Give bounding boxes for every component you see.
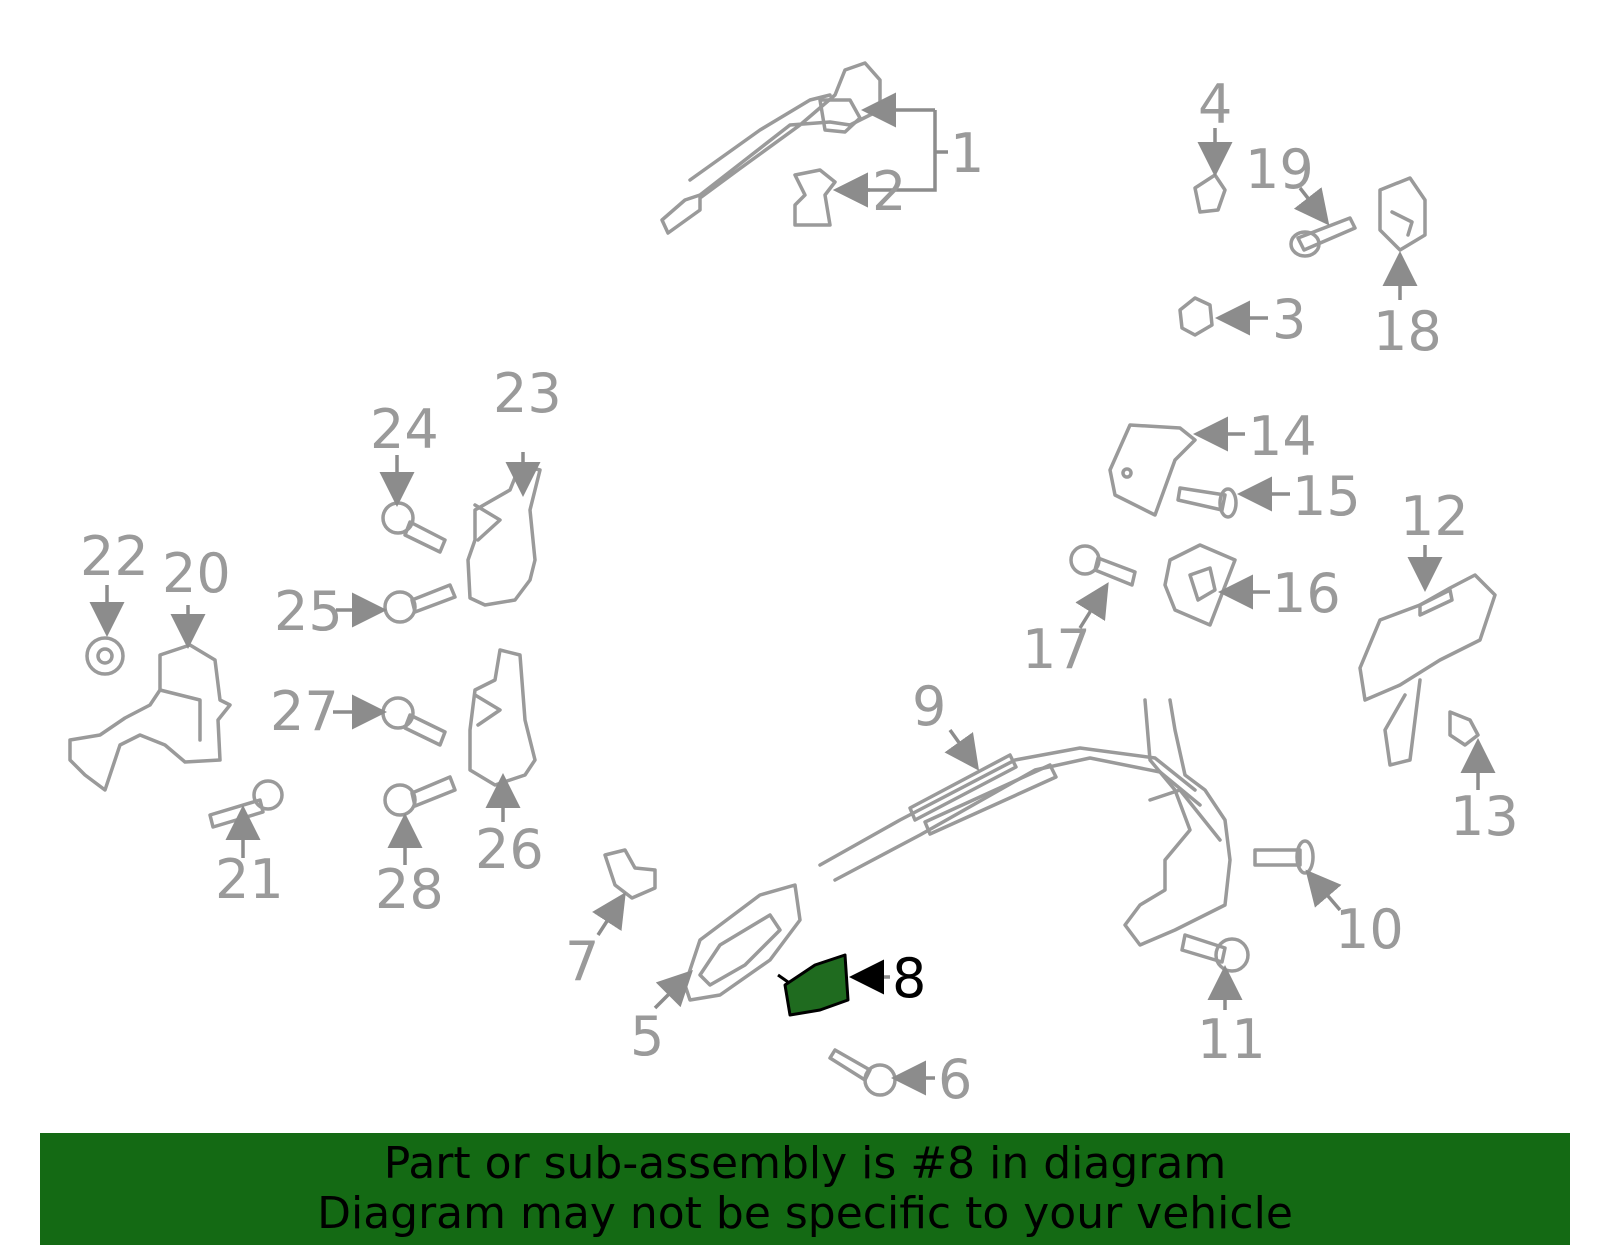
label-7: 7 xyxy=(565,930,599,993)
part-2-clip xyxy=(793,168,837,227)
part-6-screw xyxy=(828,1048,897,1097)
part-5-inner-handle xyxy=(683,883,802,1002)
label-4: 4 xyxy=(1198,73,1232,136)
part-11-bolt xyxy=(1180,933,1250,973)
label-18: 18 xyxy=(1373,300,1442,363)
label-24: 24 xyxy=(370,398,439,461)
label-2: 2 xyxy=(872,160,906,223)
part-1-outer-handle xyxy=(660,61,882,235)
label-16: 16 xyxy=(1272,562,1341,625)
label-22: 22 xyxy=(80,525,149,588)
label-3: 3 xyxy=(1272,288,1306,351)
label-15: 15 xyxy=(1292,465,1361,528)
part-13-pin xyxy=(1448,710,1480,747)
part-21-bolt xyxy=(208,779,284,829)
label-1: 1 xyxy=(950,122,984,185)
part-10-bolt xyxy=(1253,839,1315,875)
info-banner: Part or sub-assembly is #8 in diagram Di… xyxy=(40,1133,1570,1245)
part-22-nut xyxy=(85,636,125,676)
part-14-bracket xyxy=(1108,423,1197,517)
label-12: 12 xyxy=(1400,485,1469,548)
label-14: 14 xyxy=(1248,405,1317,468)
part-16-bracket xyxy=(1163,543,1237,627)
label-9: 9 xyxy=(912,675,946,738)
label-25: 25 xyxy=(274,580,343,643)
banner-line-2: Diagram may not be specific to your vehi… xyxy=(317,1188,1293,1239)
part-8-trim-cover xyxy=(777,953,850,1017)
part-20-check xyxy=(68,643,232,792)
part-18-bracket xyxy=(1378,176,1427,252)
part-7-clip xyxy=(603,848,657,900)
label-17: 17 xyxy=(1022,618,1091,681)
part-25-bolt xyxy=(383,583,457,624)
label-26: 26 xyxy=(475,818,544,881)
part-15-bolt xyxy=(1176,486,1238,519)
label-10: 10 xyxy=(1335,898,1404,961)
label-6: 6 xyxy=(938,1048,972,1111)
part-3-clip xyxy=(1178,296,1214,337)
part-27-bolt xyxy=(381,696,447,747)
label-20: 20 xyxy=(162,542,231,605)
part-9-cable xyxy=(818,746,1202,882)
label-19: 19 xyxy=(1245,138,1314,201)
parts-diagram: 1 2 3 4 5 6 7 8 9 10 11 12 13 14 15 16 1… xyxy=(68,61,1519,1111)
banner-line-1: Part or sub-assembly is #8 in diagram xyxy=(383,1138,1227,1189)
part-26-plate xyxy=(468,648,537,787)
label-8: 8 xyxy=(892,947,926,1010)
label-23: 23 xyxy=(493,362,562,425)
part-latch xyxy=(1123,698,1232,947)
label-21: 21 xyxy=(215,848,284,911)
label-27: 27 xyxy=(270,680,339,743)
label-5: 5 xyxy=(630,1005,664,1068)
part-17-bolt xyxy=(1069,544,1137,587)
part-28-bolt xyxy=(383,775,457,817)
label-11: 11 xyxy=(1197,1008,1266,1071)
part-19-bolt xyxy=(1289,216,1357,258)
part-23-plate xyxy=(466,463,542,607)
part-4-cap xyxy=(1193,173,1227,214)
part-12-actuator xyxy=(1358,573,1497,767)
label-13: 13 xyxy=(1450,785,1519,848)
part-24-bolt xyxy=(381,501,447,554)
label-28: 28 xyxy=(375,858,444,921)
